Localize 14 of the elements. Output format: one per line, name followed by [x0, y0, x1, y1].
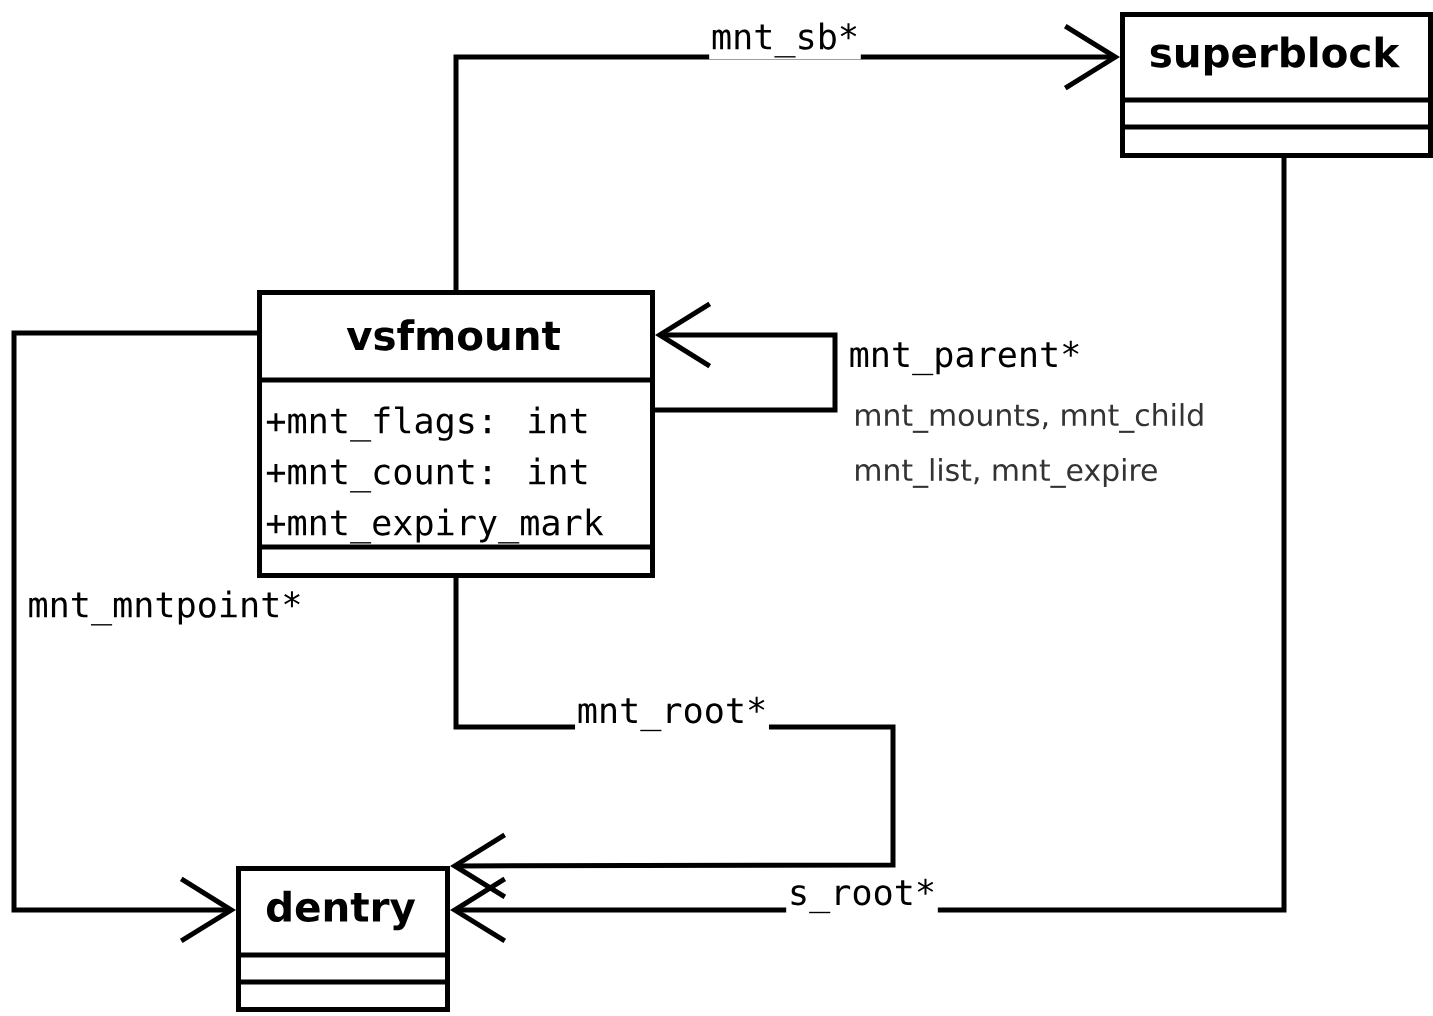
arrow	[450, 158, 1287, 944]
edge-label: mnt_parent*	[850, 340, 1079, 376]
edge-label: mnt_sb*	[712, 22, 857, 58]
edge-label: mnt_mntpoint*	[29, 590, 300, 626]
class-box: vsfmount +mnt_flags: int +mnt_count: int +mnt_expiry_mark	[257, 290, 655, 578]
note-text: mnt_mounts, mnt_child	[856, 403, 1203, 433]
arrow	[453, 23, 1120, 290]
edge-label: s_root*	[791, 878, 934, 914]
note-text: mnt_list, mnt_expire	[856, 458, 1157, 488]
arrow	[655, 301, 838, 413]
class-box: superblock	[1120, 12, 1433, 158]
arrow	[11, 330, 257, 944]
edge-label: mnt_root*	[578, 696, 765, 732]
class-box: dentry	[236, 866, 450, 1012]
